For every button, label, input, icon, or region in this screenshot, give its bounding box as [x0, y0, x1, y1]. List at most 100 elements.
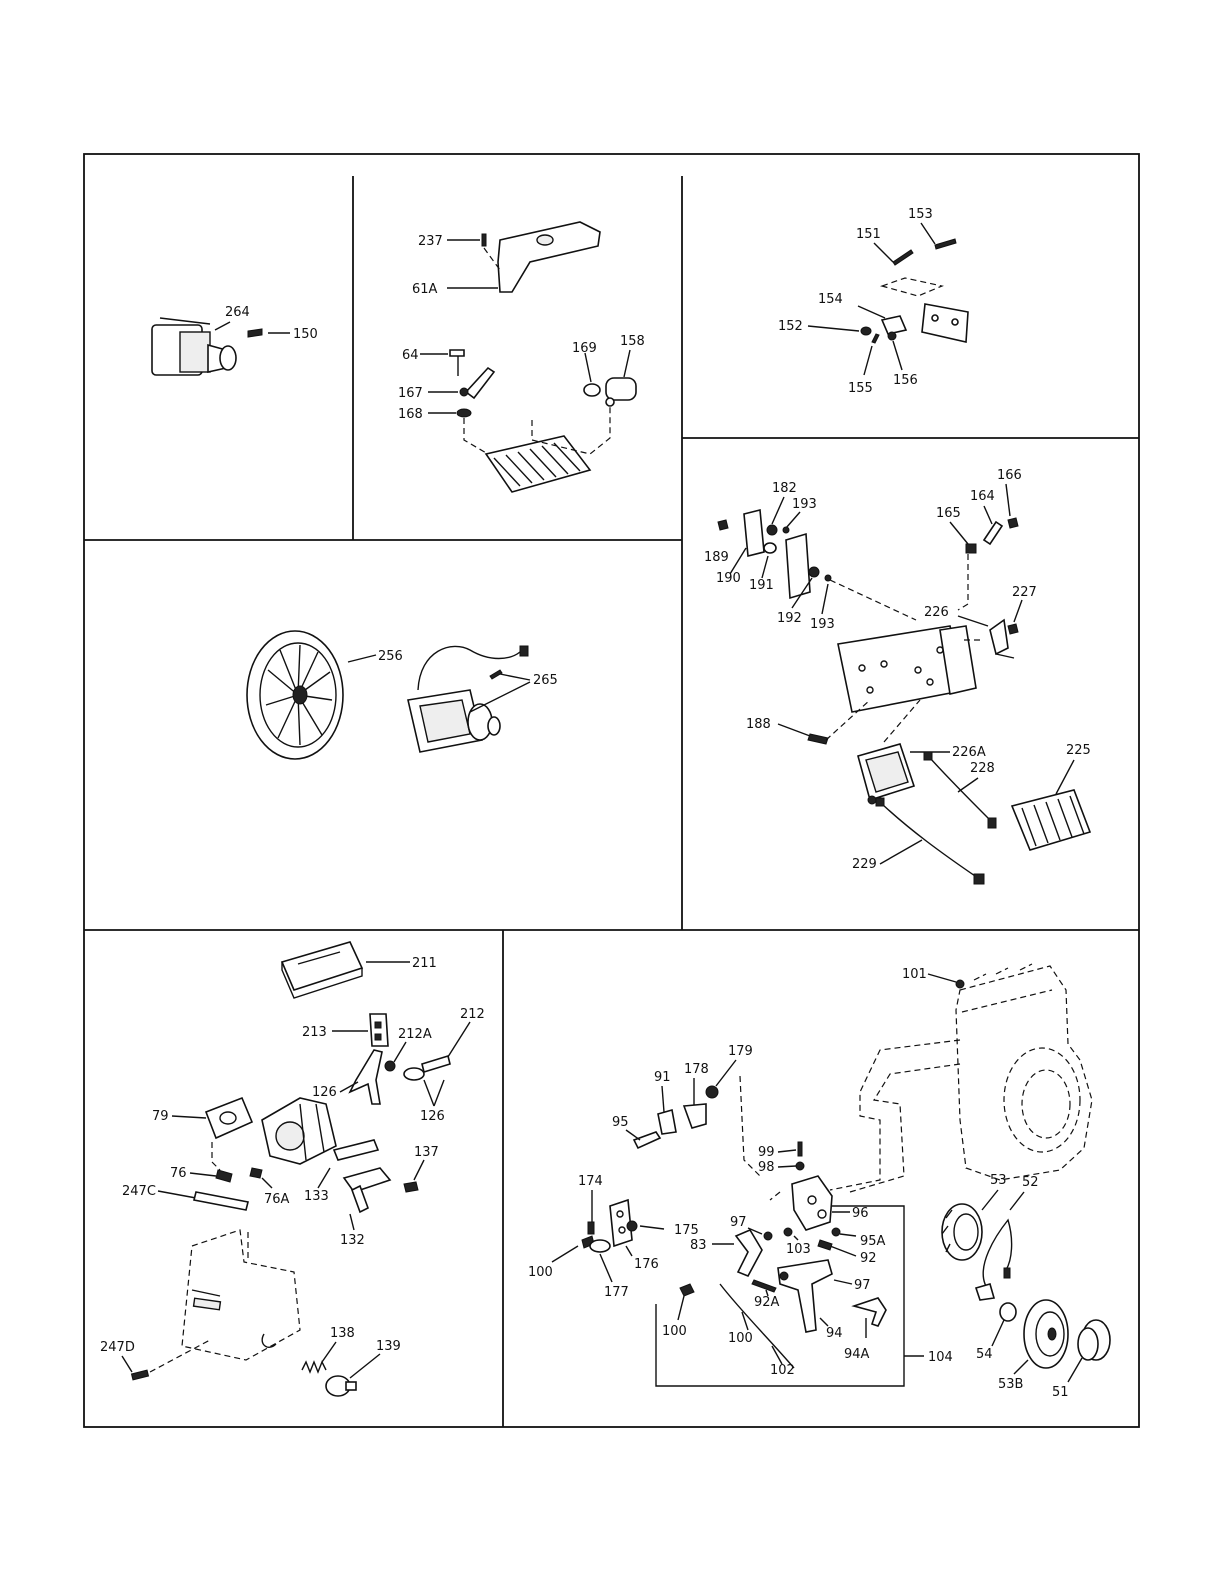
part-label-166: 166 [997, 468, 1022, 483]
governor-bracket-part [791, 1175, 833, 1231]
plate-part [921, 303, 969, 343]
housing-fins-part [484, 435, 592, 493]
part-label-227: 227 [1012, 585, 1037, 600]
part-label-137: 137 [414, 1145, 439, 1160]
panel-starter-switch: 264 150 [151, 305, 318, 376]
lever-94A-part [851, 1297, 887, 1327]
filter-211-part [280, 941, 364, 999]
part-label-192: 192 [777, 611, 802, 626]
part-label-64: 64 [402, 348, 419, 363]
part-label-102: 102 [770, 1363, 795, 1378]
part-label-79: 79 [152, 1109, 169, 1124]
solenoid-158-part [605, 377, 637, 401]
part-label-104: 104 [928, 1350, 953, 1365]
washer-54-part [999, 1302, 1017, 1322]
part-label-100-bottom: 100 [662, 1324, 687, 1339]
part-label-150: 150 [293, 327, 318, 342]
part-label-256: 256 [378, 649, 403, 664]
part-label-76: 76 [170, 1166, 187, 1181]
part-label-182: 182 [772, 481, 797, 496]
starter-cup-53-part [941, 1203, 983, 1261]
part-label-96: 96 [852, 1206, 869, 1221]
part-label-164: 164 [970, 489, 995, 504]
part-label-52: 52 [1022, 1175, 1039, 1190]
panel-flywheel: 256 265 [246, 630, 558, 760]
regulator-226A-part [857, 743, 916, 805]
pulley-53B-part [1023, 1299, 1069, 1369]
bracket-61A-part [497, 221, 601, 293]
part-label-61A: 61A [412, 282, 438, 297]
part-label-156: 156 [893, 373, 918, 388]
part-label-133: 133 [304, 1189, 329, 1204]
part-label-76A: 76A [264, 1192, 290, 1207]
rectifier-plate-part [837, 625, 977, 713]
part-label-167: 167 [398, 386, 423, 401]
panel-governor: 101 179 178 91 95 99 98 96 174 [528, 963, 1093, 1387]
part-label-100-left: 100 [528, 1265, 553, 1280]
part-label-211: 211 [412, 956, 437, 971]
part-label-165: 165 [936, 506, 961, 521]
part-label-190: 190 [716, 571, 741, 586]
part-label-264: 264 [225, 305, 250, 320]
part-label-212: 212 [460, 1007, 485, 1022]
panel-rectifier-plate: 153 151 154 152 155 156 [778, 207, 969, 396]
part-label-193-top: 193 [792, 497, 817, 512]
part-label-101: 101 [902, 967, 927, 982]
part-label-213: 213 [302, 1025, 327, 1040]
part-label-229: 229 [852, 857, 877, 872]
part-label-176: 176 [634, 1257, 659, 1272]
panel-carburetor: 211 213 212A 212 126 126 79 76 [100, 941, 485, 1397]
carburetor-body-part [261, 1097, 337, 1165]
part-label-188: 188 [746, 717, 771, 732]
part-label-158: 158 [620, 334, 645, 349]
panel-bracket-solenoid: 237 61A 64 167 168 169 158 [398, 221, 645, 493]
part-label-91: 91 [654, 1070, 671, 1085]
part-label-94: 94 [826, 1326, 843, 1341]
part-label-212A: 212A [398, 1027, 432, 1042]
flywheel-256-part [246, 630, 344, 760]
part-label-92: 92 [860, 1251, 877, 1266]
part-label-138: 138 [330, 1326, 355, 1341]
part-label-226: 226 [924, 605, 949, 620]
panel-frame [83, 153, 1140, 1428]
part-label-225: 225 [1066, 743, 1091, 758]
part-label-103: 103 [786, 1242, 811, 1257]
part-label-174: 174 [578, 1174, 603, 1189]
engine-outline-part [829, 963, 1093, 1193]
part-label-53B: 53B [998, 1377, 1023, 1392]
part-label-151: 151 [856, 227, 881, 242]
part-label-175: 175 [674, 1223, 699, 1238]
part-label-53: 53 [990, 1173, 1007, 1188]
screw-150-part [247, 328, 263, 338]
lever-176-part [609, 1198, 633, 1248]
part-label-97-bottom: 97 [854, 1278, 871, 1293]
part-label-153: 153 [908, 207, 933, 222]
part-label-247C: 247C [122, 1184, 156, 1199]
part-label-95A: 95A [860, 1234, 886, 1249]
part-label-237: 237 [418, 234, 443, 249]
part-label-139: 139 [376, 1339, 401, 1354]
part-label-132: 132 [340, 1233, 365, 1248]
part-label-126-right: 126 [420, 1109, 445, 1124]
part-label-51: 51 [1052, 1385, 1069, 1400]
part-label-179: 179 [728, 1044, 753, 1059]
part-label-189: 189 [704, 550, 729, 565]
part-label-228: 228 [970, 761, 995, 776]
part-label-94A: 94A [844, 1347, 870, 1362]
part-label-247D: 247D [100, 1340, 135, 1355]
part-label-178: 178 [684, 1062, 709, 1077]
gasket-79-part [204, 1096, 254, 1140]
choke-126-part [348, 1049, 383, 1105]
starter-switch-part [151, 317, 237, 376]
part-label-98: 98 [758, 1160, 775, 1175]
part-label-226A: 226A [952, 745, 986, 760]
part-label-169: 169 [572, 341, 597, 356]
part-label-191: 191 [749, 578, 774, 593]
part-label-154: 154 [818, 292, 843, 307]
panel-regulator: 182 193 189 190 191 192 193 166 164 165 [704, 468, 1092, 885]
part-label-92A: 92A [754, 1295, 780, 1310]
part-label-152: 152 [778, 319, 803, 334]
part-label-126-left: 126 [312, 1085, 337, 1100]
cap-51-part [1077, 1319, 1111, 1361]
